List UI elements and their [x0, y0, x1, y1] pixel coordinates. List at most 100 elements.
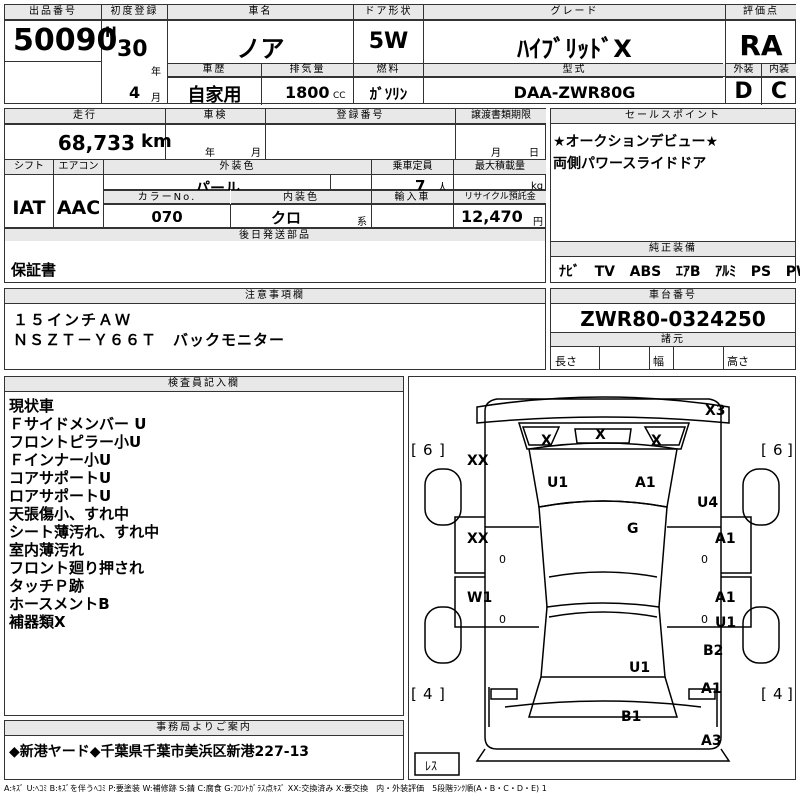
inspection-year-unit: 年 — [205, 148, 215, 159]
shift-label: シフト — [5, 160, 53, 175]
equip-tv: TV — [594, 264, 616, 280]
score: RA — [739, 29, 783, 62]
mark-x3: X3 — [705, 403, 726, 419]
int-label: 内装 — [762, 64, 796, 77]
svg-text:]: ] — [787, 685, 793, 703]
inspector-line: フロントピラー小U — [9, 433, 142, 451]
equip-pw: PW — [785, 264, 800, 280]
grade-label: グレード — [424, 5, 725, 20]
fuel: ｶﾞｿﾘﾝ — [369, 85, 408, 103]
svg-text:[: [ — [411, 441, 417, 459]
parts-label: 後日発送部品 — [5, 228, 545, 242]
chassis-label: 車台番号 — [551, 289, 795, 304]
inspector-line: 現状車 — [9, 397, 55, 415]
sales-point-box: セールスポイント ★オークションデビュー★ 両側パワースライドドア — [550, 108, 796, 242]
plate-label: 登録番号 — [266, 109, 455, 124]
mark-b1: B1 — [621, 709, 641, 725]
spare-tire: ﾚｽ — [425, 759, 437, 773]
model-label: 型式 — [424, 64, 725, 77]
svg-text:]: ] — [439, 685, 445, 703]
tire-front-left: 6 — [423, 441, 433, 459]
mark-a1-hood: A1 — [635, 475, 656, 491]
mark-x-right: X — [651, 433, 662, 449]
inspector-line: 天張傷小、すれ中 — [9, 505, 130, 523]
intcolor-label: 内装色 — [231, 190, 371, 204]
tire-rear-right: 4 — [773, 685, 783, 703]
notes-label: 注意事項欄 — [5, 289, 545, 304]
inspector-label: 検査員記入欄 — [5, 377, 403, 392]
mark-x-center: X — [595, 427, 606, 443]
inspector-line: 補器類X — [9, 613, 66, 631]
grade: ﾊｲﾌﾞﾘｯﾄﾞX — [517, 35, 632, 63]
mark-a1-right-front: A1 — [715, 531, 736, 547]
transfer-day-unit: 日 — [529, 148, 539, 159]
svg-text:]: ] — [439, 441, 445, 459]
svg-text:[: [ — [761, 441, 767, 459]
sales-line-2: 両側パワースライドドア — [553, 156, 707, 172]
reg-month: 4 — [129, 83, 141, 102]
inspector-line: Ｆインナー小U — [9, 451, 112, 469]
inspector-line: タッチＰ跡 — [9, 577, 85, 595]
km-unit: km — [141, 131, 172, 152]
legend: A:ｷｽﾞ U:ﾍｺﾐ B:ｷｽﾞを伴うﾍｺﾐ P:要塗装 W:補修跡 S:錆 … — [4, 784, 547, 793]
mark-a3: A3 — [701, 733, 722, 749]
door-type: 5W — [368, 29, 409, 54]
inspector-line: 室内薄汚れ — [9, 541, 85, 559]
chassis-box: 車台番号 ZWR80-0324250 諸元 長さ 幅 高さ — [550, 288, 796, 370]
inspection-label: 車検 — [166, 109, 265, 124]
inspector-line: ロアサポートU — [9, 487, 112, 505]
mark-a1-right-mid: A1 — [715, 590, 736, 606]
mileage-label: 走行 — [5, 109, 165, 124]
fuel-label: 燃料 — [354, 64, 423, 77]
mark-a1-rear: A1 — [701, 681, 722, 697]
ext-label: 外装 — [726, 64, 761, 77]
mark-xx-left: XX — [467, 531, 489, 547]
mark-w1: W1 — [467, 590, 492, 606]
details-box: 走行 車検 登録番号 譲渡書類期限 68,733 km 年 月 月 日 シフト … — [4, 108, 546, 242]
mark-u1-rear: U1 — [629, 660, 650, 676]
displacement-label: 排気量 — [262, 64, 353, 77]
tire-front-right: 6 — [773, 441, 783, 459]
car-diagram-box: X3 X X X XX U1 A1 U4 G XX A1 W1 A1 U1 B2… — [408, 376, 796, 780]
svg-text:]: ] — [787, 441, 793, 459]
inspector-line: シート薄汚れ、すれ中 — [9, 523, 160, 541]
inspector-notes: 現状車 Ｆサイドメンバー U フロントピラー小U Ｆインナー小U コアサポートU… — [9, 397, 159, 631]
load-label: 最大積載量 — [454, 160, 546, 175]
inspector-line: Ｆサイドメンバー U — [9, 415, 147, 433]
transfer-label: 譲渡書類期限 — [456, 109, 546, 124]
parts-value: 保証書 — [11, 261, 57, 279]
interior-color: クロ — [270, 209, 301, 227]
chassis-number: ZWR80-0324250 — [580, 307, 766, 331]
equipment-list: ﾅﾋﾞ TV ABS ｴｱB ｱﾙﾐ PS PW — [559, 261, 800, 281]
equipment-box: 純正装備 ﾅﾋﾞ TV ABS ｴｱB ｱﾙﾐ PS PW — [550, 241, 800, 283]
height-label: 高さ — [727, 355, 749, 368]
office-text: ◆新港ヤード◆千葉県千葉市美浜区新港227-13 — [9, 744, 310, 760]
first-reg-label: 初度登録 — [102, 5, 167, 20]
svg-text:[: [ — [761, 685, 767, 703]
notes-box: 注意事項欄 １５インチＡＷ ＮＳＺＴ－Ｙ６６Ｔ バックモニター — [4, 288, 546, 370]
length-label: 長さ — [555, 355, 577, 368]
mark-g: G — [627, 521, 639, 537]
mark-zero: 0 — [701, 613, 708, 626]
equip-airbag: ｴｱB — [675, 264, 701, 280]
month-unit: 月 — [151, 93, 161, 104]
svg-text:[: [ — [411, 685, 417, 703]
notes-line-2: ＮＳＺＴ－Ｙ６６Ｔ バックモニター — [13, 331, 286, 349]
era: H — [105, 25, 117, 41]
int-grade: C — [770, 79, 788, 104]
mark-x-left: X — [541, 433, 552, 449]
mark-zero: 0 — [499, 553, 506, 566]
mark-b2: B2 — [703, 643, 723, 659]
reg-year: 30 — [117, 37, 148, 62]
sales-line-1: ★オークションデビュー★ — [553, 134, 719, 150]
cc-unit: CC — [333, 91, 346, 101]
header-box: 出品番号 初度登録 車名 ドア形状 グレード 評価点 50090 H 30 年 … — [4, 4, 796, 106]
lot-number-label: 出品番号 — [5, 5, 101, 20]
car-diagram: X3 X X X XX U1 A1 U4 G XX A1 W1 A1 U1 B2… — [411, 396, 793, 776]
mark-u4: U4 — [697, 495, 718, 511]
capacity-label: 乗車定員 — [372, 160, 453, 175]
mark-zero: 0 — [499, 613, 506, 626]
color-number: 070 — [151, 208, 183, 226]
score-label: 評価点 — [726, 5, 796, 20]
colorno-label: カラーNo. — [104, 190, 230, 204]
